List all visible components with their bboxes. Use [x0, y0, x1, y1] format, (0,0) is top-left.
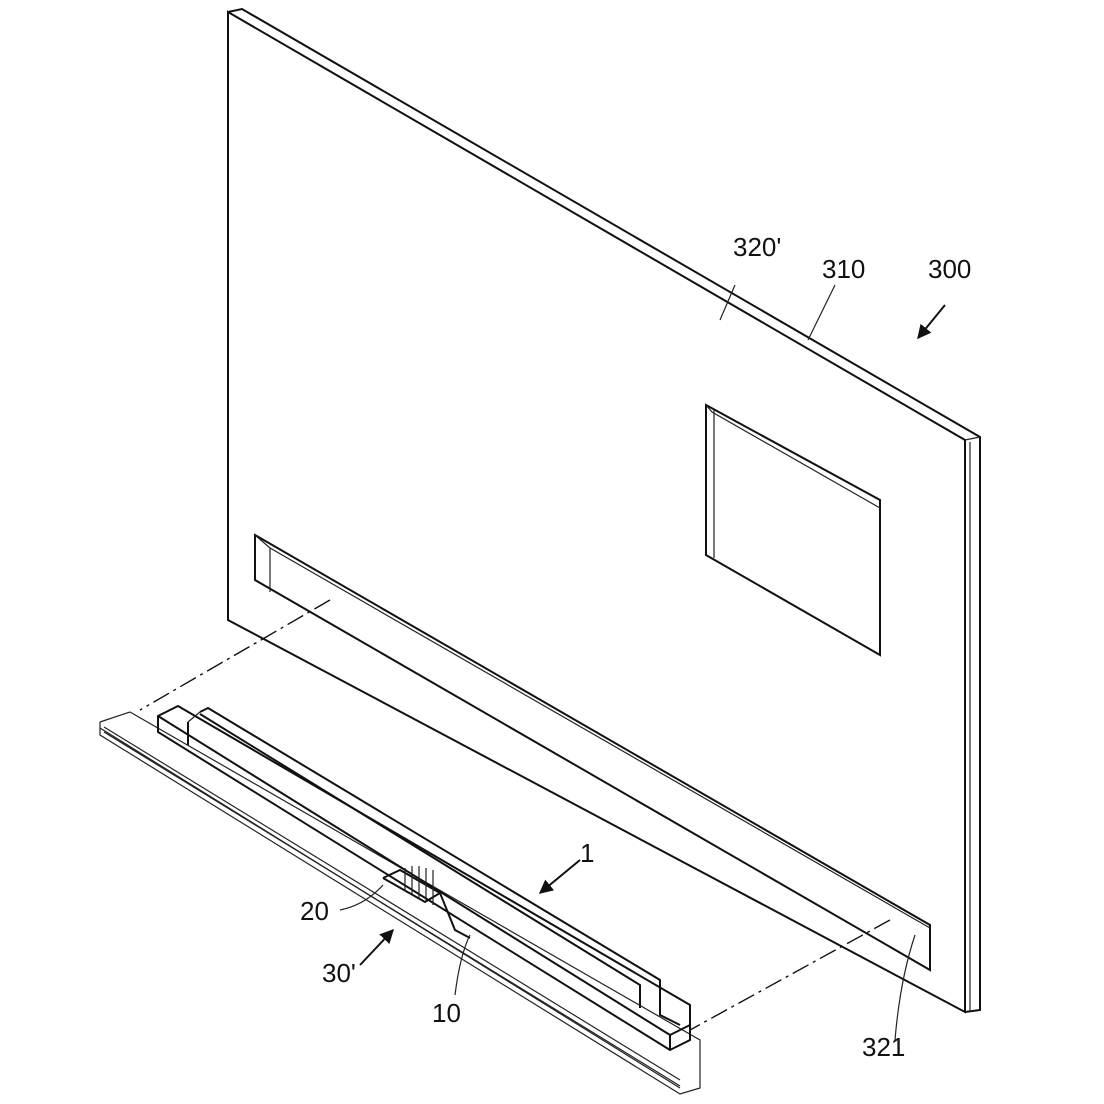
label-310: 310: [822, 254, 866, 284]
label-320: 320': [733, 232, 782, 262]
connector: [382, 866, 471, 939]
label-300: 300: [928, 254, 972, 284]
arrow-300-icon: [917, 304, 946, 340]
cable-layers: [99, 711, 701, 1095]
arrow-30-icon: [359, 928, 394, 966]
recess-slot: [254, 533, 931, 972]
label-20: 20: [300, 896, 329, 926]
guide-line-right: [689, 919, 891, 1031]
label-1: 1: [580, 838, 595, 868]
arrow-1-icon: [538, 859, 581, 894]
bar-module: [157, 704, 691, 1052]
back-module: [705, 403, 881, 657]
label-10: 10: [432, 998, 461, 1028]
label-30: 30': [322, 958, 356, 988]
display-panel: [227, 7, 981, 1014]
guide-line-left: [139, 599, 331, 711]
label-321: 321: [862, 1032, 906, 1062]
